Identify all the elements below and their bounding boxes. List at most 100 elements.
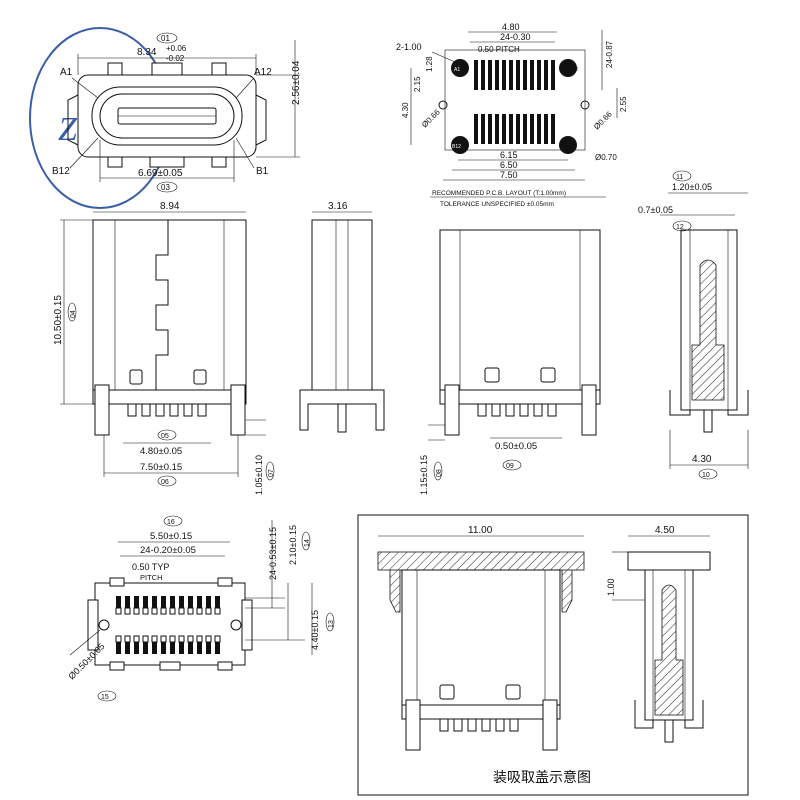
pcb-note-line2: TOLERANCE UNSPECIFIED ±0.05mm xyxy=(440,201,554,208)
bottom-pin xyxy=(116,642,121,654)
pcb-pad xyxy=(530,114,534,144)
cap-view-caption: 装吸取盖示意图 xyxy=(493,769,591,785)
bottom-dim-pitch-24: 24-0.20±0.05 xyxy=(140,545,196,556)
bottom-pin xyxy=(143,596,148,608)
front-pin xyxy=(155,403,165,417)
opening-outer xyxy=(91,86,243,146)
pin-a12: A12 xyxy=(254,67,272,78)
callout-10: 10 xyxy=(702,472,710,479)
front-dim-10-50: 10.50±0.15 xyxy=(53,295,64,345)
bottom-pin xyxy=(125,596,130,608)
dim-6-69: 6.69±0.05 xyxy=(138,168,183,179)
bottom-pin xyxy=(116,596,121,608)
pcb-pad xyxy=(488,114,492,144)
bottom-pin xyxy=(115,635,122,643)
cap-view: 11.00 4.50 1.00 装吸取盖示意图 xyxy=(357,514,749,796)
pcb-pad xyxy=(509,114,513,144)
pcb-dim-1-28: 1.28 xyxy=(425,56,434,72)
side-dim-3-16: 3.16 xyxy=(328,201,348,212)
callout-11: 11 xyxy=(676,174,683,181)
bottom-dim-pitch-050: 0.50 TYP xyxy=(132,562,169,572)
bottom-pin xyxy=(161,596,166,608)
bottom-dim-5-50: 5.50±0.15 xyxy=(150,531,192,542)
front-pin xyxy=(127,403,137,417)
pcb-pad xyxy=(474,114,478,144)
opening-inner xyxy=(99,93,235,139)
bottom-pin xyxy=(134,596,139,608)
cap-view-frame xyxy=(357,514,749,796)
pcb-pad xyxy=(481,60,485,90)
callout-07: 07 xyxy=(268,469,275,477)
pcb-pad xyxy=(488,60,492,90)
bottom-pin xyxy=(187,635,194,643)
callout-01: 01 xyxy=(161,34,170,43)
bottom-pin xyxy=(170,642,175,654)
back-pin xyxy=(519,403,529,417)
pcb-dim-7-50: 7.50 xyxy=(500,170,518,180)
bottom-dim-4-40: 4.40±0.15 xyxy=(310,610,320,650)
pcb-dim-2-1-00: 2-1.00 xyxy=(396,42,422,52)
bottom-pin xyxy=(197,596,202,608)
bottom-pin xyxy=(215,642,220,654)
callout-15: 15 xyxy=(101,694,109,701)
pcb-pad xyxy=(530,60,534,90)
pad-label-a12: A12 xyxy=(569,67,578,73)
callout-12: 12 xyxy=(676,224,684,231)
bottom-view: 16 5.50±0.15 24-0.20±0.05 0.50 TYP PITCH… xyxy=(66,515,335,702)
bottom-pin xyxy=(152,642,157,654)
bottom-pin xyxy=(170,596,175,608)
bottom-pin xyxy=(160,635,167,643)
bottom-pin xyxy=(161,642,166,654)
pcb-pad xyxy=(481,114,485,144)
callout-05: 05 xyxy=(161,433,169,440)
back-pin xyxy=(547,403,557,417)
callout-14: 14 xyxy=(304,539,311,547)
front-pin xyxy=(141,403,151,417)
pcb-dim-6-50: 6.50 xyxy=(500,160,518,170)
bottom-pin xyxy=(151,607,158,615)
pad-label-b1: B1 xyxy=(570,144,576,150)
bottom-pin xyxy=(206,596,211,608)
callout-03: 03 xyxy=(161,183,170,192)
bottom-pin xyxy=(124,607,131,615)
bottom-pin xyxy=(205,607,212,615)
pcb-pad xyxy=(516,60,520,90)
callout-08: 08 xyxy=(436,469,443,477)
cap-pin xyxy=(509,718,519,732)
pcb-dim-pitch-050: 0.50 PITCH xyxy=(478,45,520,54)
dim-8-34-tol-dn: -0.02 xyxy=(166,54,185,63)
pcb-pad xyxy=(474,60,478,90)
pcb-pad xyxy=(523,60,527,90)
bottom-pin xyxy=(187,607,194,615)
pcb-layout-view: A1 A12 B12 B1 4.80 24-0.30 0.50 PITCH 2-… xyxy=(396,22,628,208)
section-dim-4-30: 4.30 xyxy=(692,454,712,465)
bottom-pin xyxy=(179,596,184,608)
bottom-pin xyxy=(169,607,176,615)
bottom-pin xyxy=(160,607,167,615)
callout-16: 16 xyxy=(167,519,175,526)
back-dim-0-50: 0.50±0.05 xyxy=(495,441,537,452)
bottom-pin xyxy=(115,607,122,615)
bottom-pin xyxy=(142,635,149,643)
bottom-pin xyxy=(196,607,203,615)
pcb-pad xyxy=(502,114,506,144)
section-view: 1.20±0.05 11 0.7±0.05 12 4.30 10 xyxy=(638,170,749,480)
pcb-pad xyxy=(523,114,527,144)
bottom-dim-2-10: 2.10±0.15 xyxy=(288,525,298,565)
bottom-pin xyxy=(142,607,149,615)
pin-b1: B1 xyxy=(256,166,269,177)
cap-dim-1-00: 1.00 xyxy=(606,578,616,596)
bottom-pin xyxy=(196,635,203,643)
cap-pin xyxy=(453,718,463,732)
bottom-pin xyxy=(197,642,202,654)
back-dim-1-15: 1.15±0.15 xyxy=(419,455,429,495)
bottom-pin xyxy=(214,607,221,615)
pcb-dim-2-15: 2.15 xyxy=(413,76,422,92)
pcb-dim-dia-066-right: Ø0.66 xyxy=(592,109,614,131)
side-view: 3.16 xyxy=(299,201,385,433)
pcb-dim-4-80: 4.80 xyxy=(502,22,520,32)
back-pin xyxy=(477,403,487,417)
bottom-pin xyxy=(178,635,185,643)
cap-dim-11-00: 11.00 xyxy=(468,525,493,536)
front-dim-7-50: 7.50±0.15 xyxy=(140,462,182,473)
